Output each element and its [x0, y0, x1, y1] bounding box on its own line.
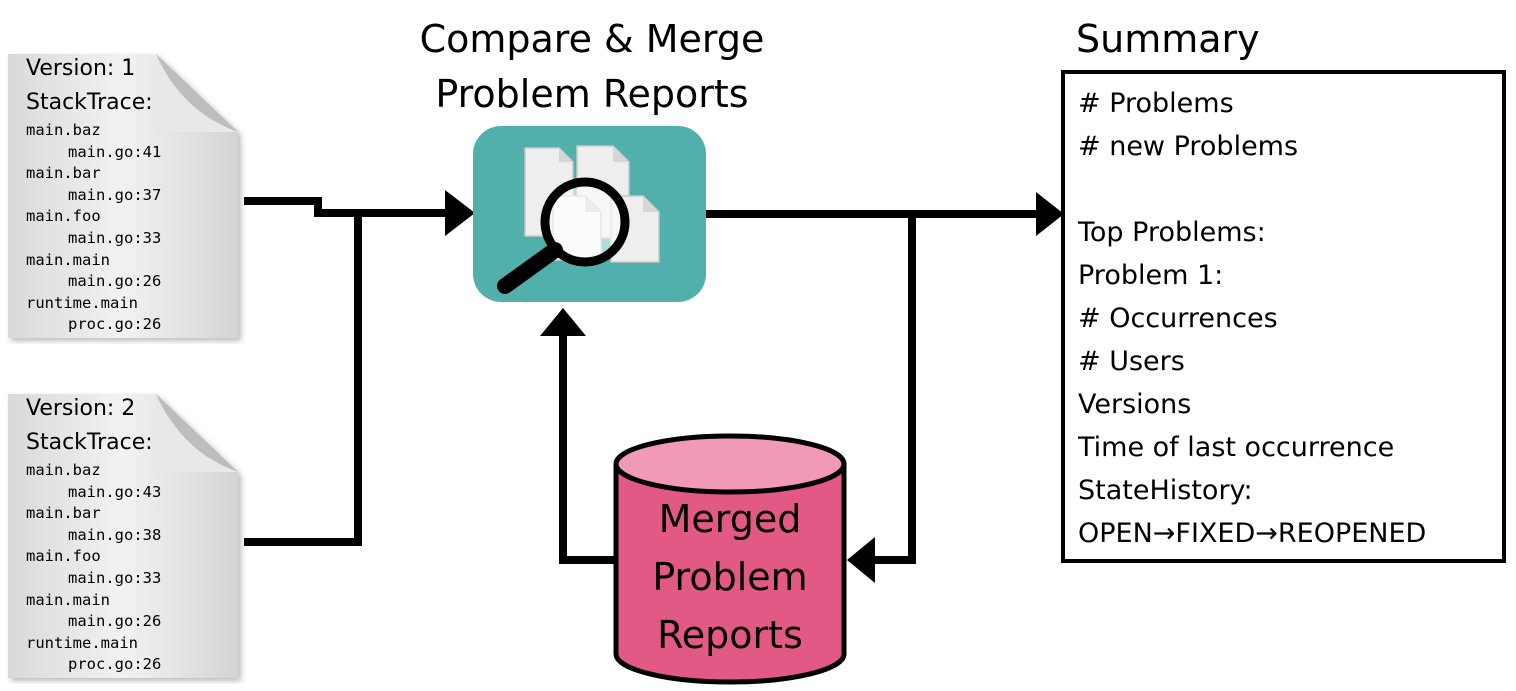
compare-merge-tool: [473, 126, 706, 302]
frame-location: proc.go:26: [68, 655, 162, 674]
summary-line: # new Problems: [1078, 131, 1299, 162]
document-page-icon: [8, 54, 238, 338]
database-cylinder-icon: [613, 433, 847, 685]
merged-reports-database: Merged Problem Reports: [612, 432, 848, 686]
compare-title-line-2: Problem Reports: [435, 72, 749, 116]
summary-line: StateHistory:: [1078, 475, 1253, 506]
summary-line: Problem 1:: [1078, 260, 1224, 291]
frame-location: main.go:26: [68, 272, 162, 291]
frame-location: main.go:26: [68, 612, 162, 631]
summary-line: # Occurrences: [1078, 303, 1278, 334]
frame-location: main.go:38: [68, 525, 162, 544]
frame-location: main.go:33: [68, 568, 162, 587]
stack-frames: main.baz main.go:41 main.bar main.go:37 main…: [26, 120, 161, 336]
summary-line: Versions: [1078, 389, 1192, 420]
arrow-database-to-merge: [559, 334, 614, 564]
stacktrace-document-1: Version: 1 StackTrace: main.baz main.go:4…: [6, 52, 246, 344]
frame-location: main.go:33: [68, 228, 162, 247]
doc-stacktrace-label: StackTrace:: [26, 430, 153, 455]
summary-line: Top Problems:: [1078, 217, 1266, 248]
frame-location: main.go:41: [68, 142, 162, 161]
doc-version-label: Version: 2: [26, 396, 136, 421]
frame-function: runtime.main: [26, 633, 138, 652]
magnifier-over-documents-icon: [497, 145, 660, 294]
frame-function: main.main: [26, 250, 110, 269]
compare-merge-title: Compare & Merge Problem Reports: [402, 12, 782, 122]
summary-title: Summary: [1076, 17, 1260, 61]
frame-location: main.go:43: [68, 482, 162, 501]
summary-line: Time of last occurrence: [1078, 432, 1395, 463]
arrowhead-into-merge: [445, 190, 475, 236]
frame-function: main.bar: [26, 504, 101, 523]
doc-stacktrace-label: StackTrace:: [26, 90, 153, 115]
compare-title-line-1: Compare & Merge: [419, 17, 765, 61]
document-page-icon: [8, 394, 238, 678]
arrowhead-up-to-merge: [540, 308, 586, 336]
database-label-line-1: Merged: [658, 497, 802, 541]
database-label-line-3: Reports: [657, 613, 803, 657]
frame-function: main.foo: [26, 547, 101, 566]
frame-function: runtime.main: [26, 293, 138, 312]
summary-line: # Users: [1078, 346, 1185, 377]
arrow-doc2-to-merge: [244, 213, 362, 546]
frame-function: main.main: [26, 590, 110, 609]
frame-location: main.go:37: [68, 185, 162, 204]
frame-location: proc.go:26: [68, 315, 162, 334]
frame-function: main.baz: [26, 461, 101, 479]
summary-line: [1078, 168, 1426, 211]
arrowhead-into-summary: [1036, 192, 1064, 236]
database-label-line-2: Problem: [652, 555, 808, 599]
frame-function: main.bar: [26, 164, 101, 183]
stack-frames: main.baz main.go:43 main.bar main.go:38 main…: [26, 460, 161, 676]
frame-function: main.foo: [26, 207, 101, 226]
arrowhead-into-database: [847, 537, 875, 583]
doc-version-label: Version: 1: [26, 56, 136, 81]
summary-line: OPEN→FIXED→REOPENED: [1078, 518, 1427, 549]
arrow-doc1-to-merge: [244, 197, 448, 217]
stacktrace-document-2: Version: 2 StackTrace: main.baz main.go:4…: [6, 392, 246, 684]
summary-line: # Problems: [1078, 88, 1234, 119]
arrow-merge-to-database: [872, 214, 916, 564]
frame-function: main.baz: [26, 121, 101, 139]
